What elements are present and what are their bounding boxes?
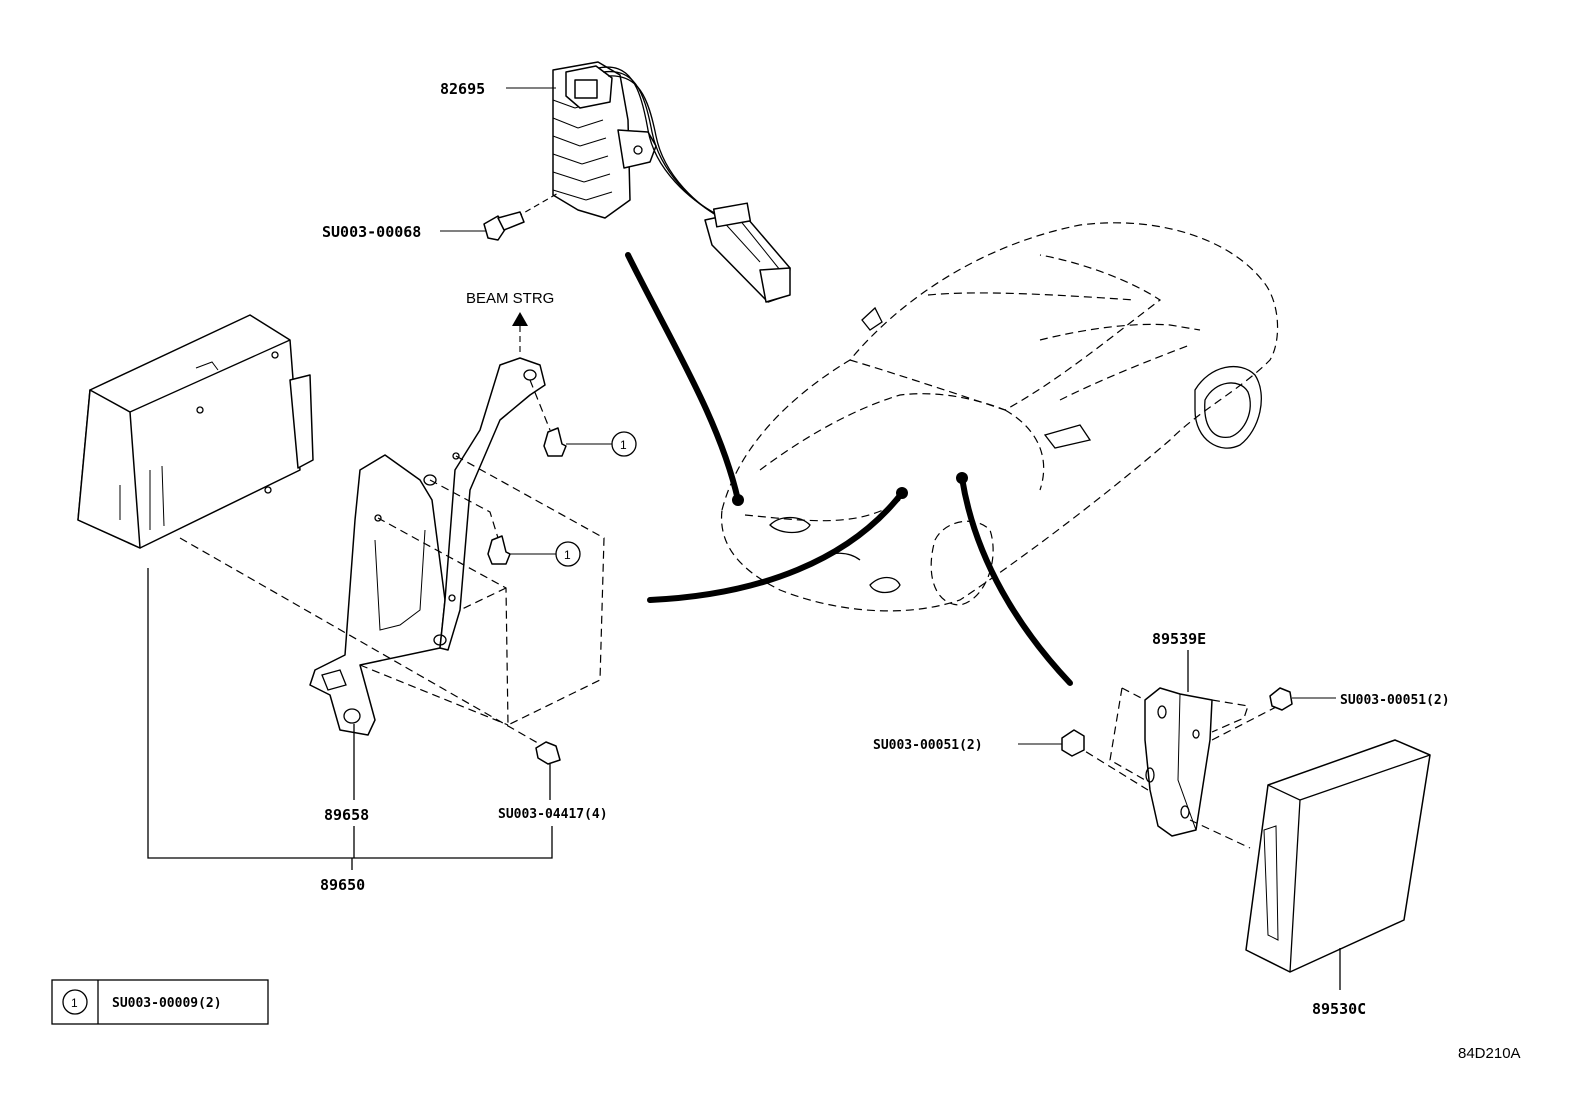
ecu-89530c-drawing[interactable] [1245, 739, 1431, 973]
bolt-04417[interactable] [535, 741, 561, 800]
nut-left[interactable] [1018, 729, 1085, 757]
right-dashed-lines [1074, 687, 1279, 849]
locator-dot-ecu [956, 472, 968, 484]
bracket-89539e-drawing[interactable] [1144, 687, 1213, 837]
pointer-line-relay [625, 252, 741, 503]
nut-right[interactable] [1269, 687, 1336, 711]
diagram-code: 84D210A [1458, 1045, 1521, 1062]
ecu-89650-drawing[interactable] [77, 314, 314, 549]
locator-dot-relay [732, 494, 744, 506]
beam-strg-label: BEAM STRG [466, 290, 554, 307]
legend-part: SU003-00009(2) [112, 996, 222, 1011]
pointer-line-ecu [959, 475, 1073, 686]
ref-marker-middle[interactable]: 1 [555, 541, 581, 567]
assembly-dashed-lines [179, 312, 605, 751]
callout-su003-04417: SU003-04417(4) [498, 807, 608, 822]
callout-89530c: 89530C [1312, 1000, 1366, 1018]
leader-89650 [147, 568, 553, 870]
bolt-upper[interactable] [543, 427, 612, 457]
pointer-line-bracket [647, 490, 905, 603]
callout-89650: 89650 [320, 876, 365, 894]
svg-text:1: 1 [564, 548, 571, 562]
callout-89658: 89658 [324, 806, 369, 824]
vehicle-outline [720, 222, 1279, 612]
bracket-89658-drawing[interactable] [309, 357, 546, 736]
legend-marker: 1 [71, 996, 78, 1010]
svg-text:1: 1 [620, 438, 627, 452]
relay-82695-drawing[interactable] [506, 61, 791, 303]
bolt-middle[interactable] [487, 535, 556, 565]
callout-89539e: 89539E [1152, 630, 1206, 648]
ref-marker-upper[interactable]: 1 [611, 431, 637, 457]
callout-su003-00068: SU003-00068 [322, 223, 421, 241]
callout-82695: 82695 [440, 80, 485, 98]
legend-box: 1 SU003-00009(2) [51, 979, 269, 1025]
screw-00068-drawing[interactable] [440, 211, 525, 241]
callout-su003-00051-left: SU003-00051(2) [873, 738, 983, 753]
callout-su003-00051-right: SU003-00051(2) [1340, 693, 1450, 708]
locator-dot-bracket [896, 487, 908, 499]
